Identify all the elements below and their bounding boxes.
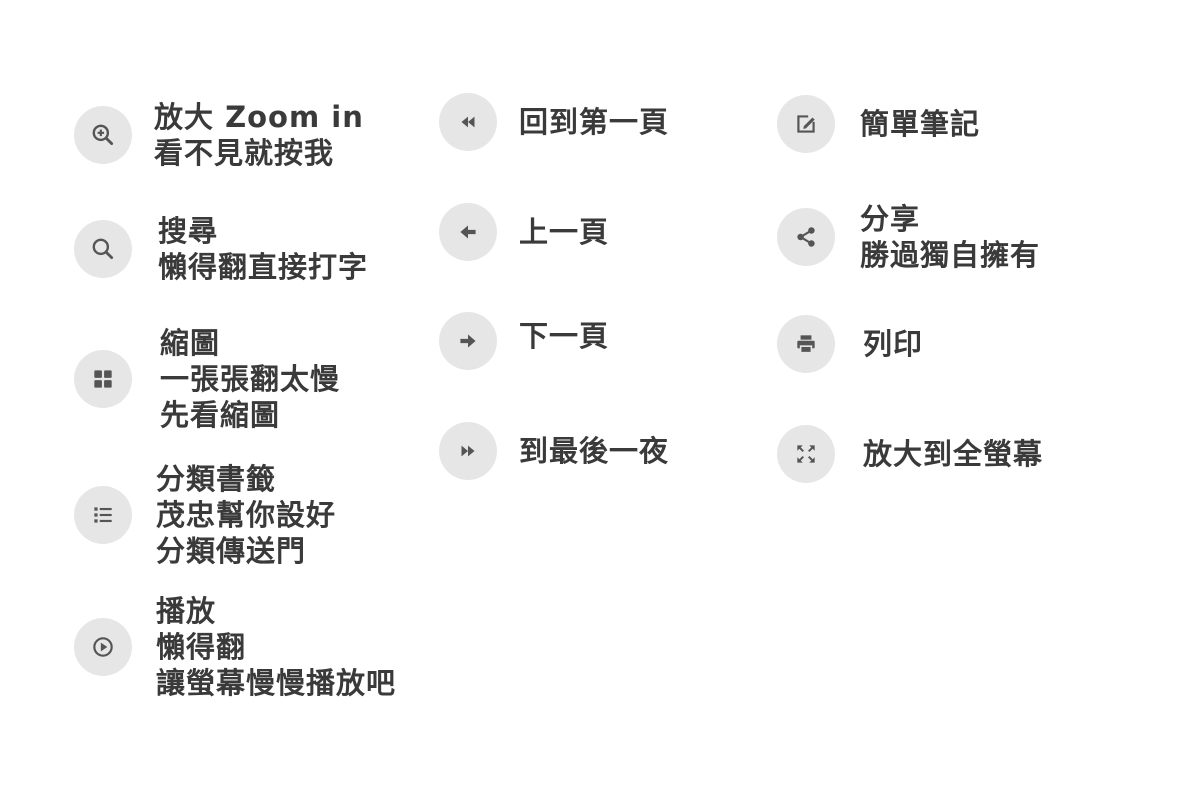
thumbnails-label: 縮圖 一張張翻太慢 先看縮圖 (160, 325, 340, 433)
first-page-button[interactable] (439, 93, 497, 151)
first-page-item[interactable]: 回到第一頁 (439, 93, 669, 151)
play-label-line-2: 懶得翻 (156, 630, 247, 664)
previous-page-label-line-1: 上一頁 (519, 215, 610, 249)
play-label-line-1: 播放 (156, 594, 217, 628)
note-item[interactable]: 簡單筆記 (777, 95, 980, 153)
search-button[interactable] (74, 220, 132, 278)
play-button[interactable] (74, 618, 132, 676)
bookmarks-label-line-1: 分類書籤 (156, 462, 277, 496)
bookmarks-item[interactable]: 分類書籤 茂忠幫你設好 分類傳送門 (74, 461, 336, 569)
share-label: 分享 勝過獨自擁有 (860, 201, 1040, 273)
print-item[interactable]: 列印 (777, 315, 923, 373)
thumbnails-button[interactable] (74, 350, 132, 408)
bookmarks-button[interactable] (74, 486, 132, 544)
share-item[interactable]: 分享 勝過獨自擁有 (777, 201, 1040, 273)
thumbnails-label-line-1: 縮圖 (160, 326, 221, 360)
thumbnails-item[interactable]: 縮圖 一張張翻太慢 先看縮圖 (74, 325, 340, 433)
fullscreen-label: 放大到全螢幕 (863, 436, 1043, 472)
fullscreen-label-line-1: 放大到全螢幕 (863, 437, 1044, 471)
previous-page-icon (460, 225, 476, 239)
search-icon (92, 238, 114, 260)
play-label-line-3: 讓螢幕慢慢播放吧 (156, 666, 397, 700)
last-page-label: 到最後一夜 (519, 433, 669, 469)
play-icon (93, 637, 113, 657)
thumbnails-label-line-3: 先看縮圖 (160, 398, 281, 432)
thumbnails-icon (94, 370, 112, 388)
bookmarks-list-icon (94, 507, 112, 523)
first-page-label-line-1: 回到第一頁 (519, 105, 670, 139)
search-label-line-2: 懶得翻直接打字 (158, 250, 369, 284)
next-page-item[interactable]: 下一頁 (439, 312, 609, 370)
share-label-line-1: 分享 (860, 202, 921, 236)
fullscreen-button[interactable] (777, 425, 835, 483)
last-page-icon (461, 445, 475, 457)
play-label: 播放 懶得翻 讓螢幕慢慢播放吧 (156, 593, 396, 701)
zoom-in-label: 放大 Zoom in 看不見就按我 (154, 99, 364, 171)
previous-page-item[interactable]: 上一頁 (439, 203, 609, 261)
bookmarks-label: 分類書籤 茂忠幫你設好 分類傳送門 (156, 461, 336, 569)
note-label-line-1: 簡單筆記 (860, 107, 981, 141)
last-page-button[interactable] (439, 422, 497, 480)
print-label-line-1: 列印 (863, 327, 924, 361)
last-page-label-line-1: 到最後一夜 (519, 434, 670, 468)
fullscreen-icon (797, 445, 815, 463)
zoom-in-label-line-2: 看不見就按我 (154, 136, 335, 170)
print-icon (797, 335, 815, 354)
zoom-in-item[interactable]: 放大 Zoom in 看不見就按我 (74, 99, 364, 171)
share-button[interactable] (777, 208, 835, 266)
next-page-label: 下一頁 (519, 318, 609, 354)
next-page-icon (460, 334, 476, 348)
zoom-in-label-line-1: 放大 Zoom in (154, 100, 364, 134)
thumbnails-label-line-2: 一張張翻太慢 (160, 362, 341, 396)
search-label-line-1: 搜尋 (158, 214, 219, 248)
fullscreen-item[interactable]: 放大到全螢幕 (777, 425, 1043, 483)
bookmarks-label-line-2: 茂忠幫你設好 (156, 498, 337, 532)
print-label: 列印 (863, 326, 923, 362)
search-item[interactable]: 搜尋 懶得翻直接打字 (74, 213, 368, 285)
next-page-label-line-1: 下一頁 (519, 319, 610, 353)
bookmarks-label-line-3: 分類傳送門 (156, 534, 307, 568)
last-page-item[interactable]: 到最後一夜 (439, 422, 669, 480)
zoom-in-icon (92, 124, 114, 146)
previous-page-button[interactable] (439, 203, 497, 261)
search-label: 搜尋 懶得翻直接打字 (158, 213, 368, 285)
note-button[interactable] (777, 95, 835, 153)
note-edit-icon (797, 115, 815, 133)
zoom-in-button[interactable] (74, 106, 132, 164)
share-icon (797, 227, 815, 247)
share-label-line-2: 勝過獨自擁有 (860, 238, 1041, 272)
next-page-button[interactable] (439, 312, 497, 370)
play-item[interactable]: 播放 懶得翻 讓螢幕慢慢播放吧 (74, 593, 396, 701)
first-page-label: 回到第一頁 (519, 104, 669, 140)
previous-page-label: 上一頁 (519, 214, 609, 250)
first-page-icon (461, 116, 475, 128)
print-button[interactable] (777, 315, 835, 373)
note-label: 簡單筆記 (860, 106, 980, 142)
